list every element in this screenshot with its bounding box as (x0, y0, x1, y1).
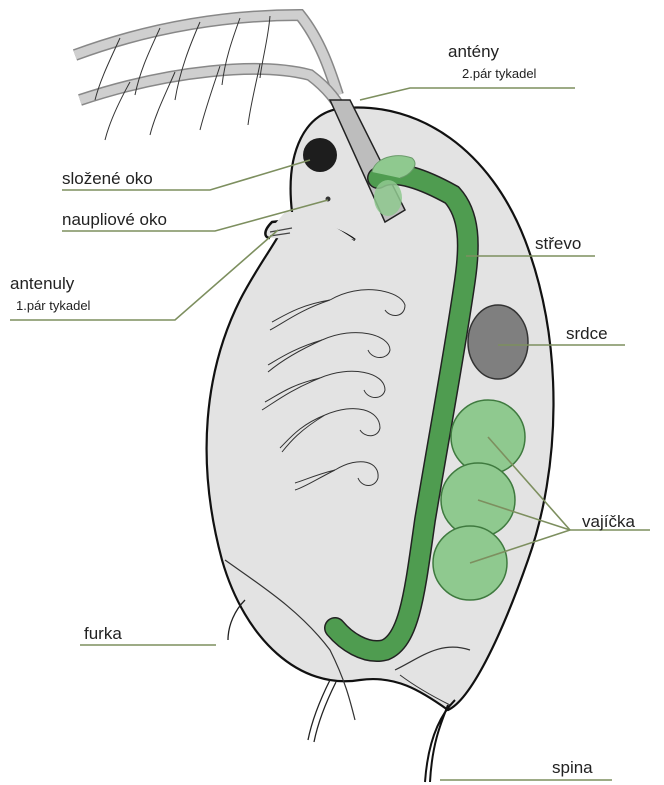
compound-eye (303, 138, 337, 172)
antenna-upper (75, 15, 338, 95)
label-anteny: antény (448, 42, 499, 62)
label-antenuly-sub: 1.pár tykadel (16, 298, 90, 313)
label-strevo: střevo (535, 234, 581, 254)
label-vajicka: vajíčka (582, 512, 635, 532)
label-srdce: srdce (566, 324, 608, 344)
spina-spine (425, 700, 455, 782)
label-slozene-oko: složené oko (62, 169, 153, 189)
label-anteny-sub: 2.pár tykadel (462, 66, 536, 81)
gut-head (374, 180, 402, 216)
label-furka: furka (84, 624, 122, 644)
leader-anteny (360, 88, 575, 100)
label-antenuly: antenuly (10, 274, 74, 294)
heart (468, 305, 528, 379)
label-spina: spina (552, 758, 593, 778)
label-naupliove-oko: naupliové oko (62, 210, 167, 230)
